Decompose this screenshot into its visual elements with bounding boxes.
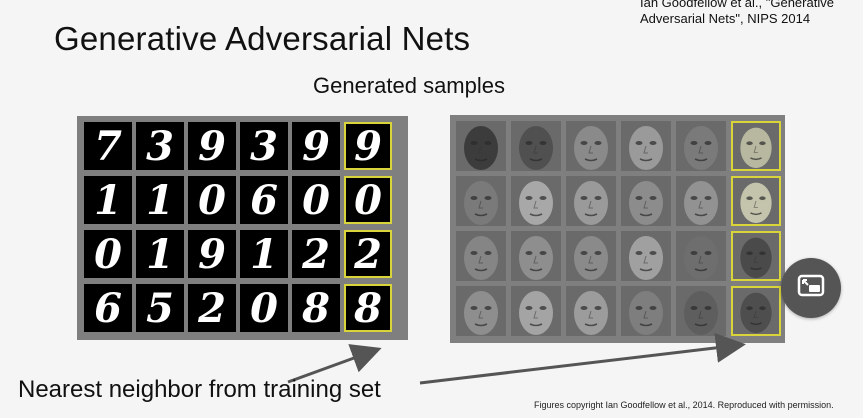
generated-face	[456, 231, 506, 281]
generated-face	[456, 176, 506, 226]
caption: Nearest neighbor from training set	[18, 376, 381, 403]
face-samples-grid	[450, 115, 785, 343]
generated-face	[621, 176, 671, 226]
generated-digit: 1	[136, 176, 184, 224]
nearest-neighbor-face	[731, 121, 781, 171]
generated-face	[511, 231, 561, 281]
generated-face	[566, 231, 616, 281]
generated-digit: 1	[240, 230, 288, 278]
picture-in-picture-icon	[797, 272, 825, 305]
generated-digit: 2	[292, 230, 340, 278]
generated-face	[676, 176, 726, 226]
copyright-notice: Figures copyright Ian Goodfellow et al.,…	[534, 400, 834, 410]
nearest-neighbor-face	[731, 176, 781, 226]
generated-face	[676, 231, 726, 281]
nearest-neighbor-face	[731, 286, 781, 336]
generated-digit: 9	[292, 122, 340, 170]
generated-face	[511, 121, 561, 171]
nearest-neighbor-digit: 0	[344, 176, 392, 224]
generated-face	[621, 231, 671, 281]
generated-digit: 2	[188, 284, 236, 332]
generated-digit: 6	[240, 176, 288, 224]
generated-digit: 0	[84, 230, 132, 278]
nearest-neighbor-digit: 9	[344, 122, 392, 170]
generated-face	[511, 286, 561, 336]
generated-digit: 1	[136, 230, 184, 278]
generated-face	[456, 286, 506, 336]
generated-face	[566, 121, 616, 171]
generated-digit: 3	[136, 122, 184, 170]
generated-digit: 9	[188, 122, 236, 170]
citation: Ian Goodfellow et al., "Generative Adver…	[640, 0, 834, 26]
generated-digit: 8	[292, 284, 340, 332]
generated-face	[566, 286, 616, 336]
nearest-neighbor-digit: 8	[344, 284, 392, 332]
slide-title: Generative Adversarial Nets	[54, 20, 471, 57]
generated-digit: 0	[240, 284, 288, 332]
generated-face	[456, 121, 506, 171]
generated-digit: 5	[136, 284, 184, 332]
generated-digit: 0	[292, 176, 340, 224]
generated-face	[621, 121, 671, 171]
generated-digit: 6	[84, 284, 132, 332]
arrow-to-faces	[419, 332, 746, 385]
generated-face	[676, 286, 726, 336]
generated-digit: 1	[84, 176, 132, 224]
nearest-neighbor-digit: 2	[344, 230, 392, 278]
generated-face	[621, 286, 671, 336]
generated-face	[511, 176, 561, 226]
picture-in-picture-button[interactable]	[781, 258, 841, 318]
generated-digit: 3	[240, 122, 288, 170]
generated-digit: 7	[84, 122, 132, 170]
subtitle: Generated samples	[313, 73, 505, 98]
generated-digit: 9	[188, 230, 236, 278]
generated-face	[566, 176, 616, 226]
generated-face	[676, 121, 726, 171]
nearest-neighbor-face	[731, 231, 781, 281]
generated-digit: 0	[188, 176, 236, 224]
